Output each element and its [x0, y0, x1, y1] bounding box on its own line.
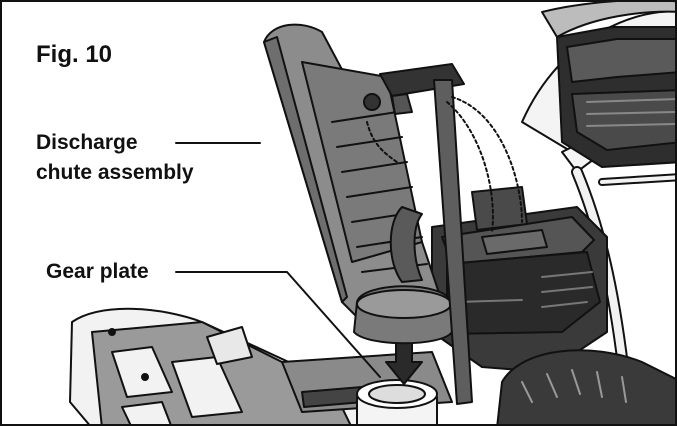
gear-plate-ring	[356, 379, 438, 424]
control-console	[556, 26, 675, 168]
figure-label: Fig. 10	[36, 41, 113, 68]
discharge-chute	[263, 23, 453, 345]
discharge-chute-label-line1: Discharge	[36, 131, 138, 154]
gear-plate-label: Gear plate	[46, 260, 149, 283]
callout-lines	[175, 142, 381, 378]
chute-control	[363, 63, 523, 405]
discharge-chute-label-line2: chute assembly	[36, 161, 194, 184]
tire	[496, 349, 675, 424]
engine-housing	[431, 186, 608, 373]
gear-plate-leader-line	[175, 271, 381, 378]
